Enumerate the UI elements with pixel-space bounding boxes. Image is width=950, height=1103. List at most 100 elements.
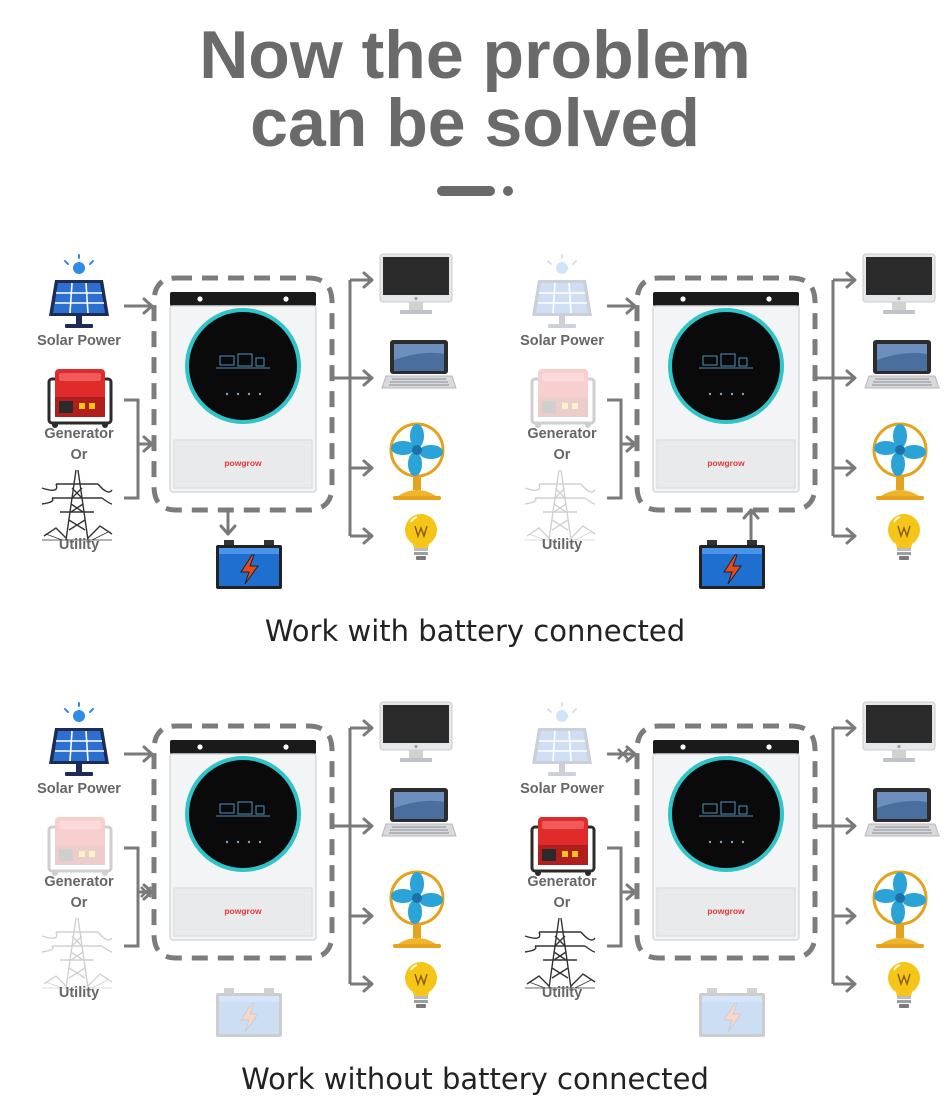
- diagram-canvas: powgrow: [524, 253, 940, 589]
- or-label: Or: [553, 895, 571, 911]
- generator-label: Generator: [527, 874, 597, 890]
- inverter-dashed-frame: [151, 275, 335, 513]
- inverter-brand-label: powgrow: [224, 906, 262, 916]
- monitor-icon: [379, 701, 453, 762]
- generator-icon: [530, 369, 596, 428]
- inverter-brand-label: powgrow: [707, 458, 745, 468]
- bulb-icon: [405, 514, 437, 560]
- generator-label: Generator: [527, 426, 597, 442]
- bulb-arrow: [362, 975, 374, 993]
- grid-bracket: [607, 846, 623, 948]
- utility-label: Utility: [58, 985, 100, 1001]
- bulb-arrow: [845, 527, 857, 545]
- solar-cut-mark: [617, 748, 629, 760]
- solar-power-label: Solar Power: [520, 333, 604, 349]
- inverter-icon: [652, 740, 800, 941]
- monitor-arrow: [362, 719, 374, 737]
- battery-arrow: [742, 508, 760, 520]
- utility-label: Utility: [541, 537, 583, 553]
- monitor-icon: [379, 253, 453, 314]
- diagram-canvas: powgrow: [41, 701, 457, 1037]
- inverter-dashed-frame: [151, 723, 335, 961]
- battery-icon: [699, 540, 765, 589]
- utility-tower-icon: [41, 469, 113, 541]
- battery-icon: [216, 988, 282, 1037]
- or-label: Or: [553, 447, 571, 463]
- fan-arrow: [362, 907, 374, 925]
- solar-power-label: Solar Power: [520, 781, 604, 797]
- or-label: Or: [70, 895, 88, 911]
- bulb-arrow: [845, 975, 857, 993]
- battery-icon: [216, 540, 282, 589]
- caption-without-battery: Work without battery connected: [241, 1062, 709, 1096]
- battery-icon: [699, 988, 765, 1037]
- utility-label: Utility: [58, 537, 100, 553]
- grid-bracket: [124, 398, 140, 500]
- laptop-icon: [864, 788, 940, 837]
- generator-label: Generator: [44, 874, 114, 890]
- generator-label: Generator: [44, 426, 114, 442]
- monitor-icon: [862, 253, 936, 314]
- utility-tower-icon: [524, 469, 596, 541]
- output-bus: [815, 728, 835, 984]
- bulb-icon: [888, 514, 920, 560]
- laptop-arrow: [845, 817, 857, 835]
- solar-power-label: Solar Power: [37, 781, 121, 797]
- solar-panel-icon: [532, 254, 592, 328]
- fan-icon: [872, 422, 928, 500]
- laptop-icon: [381, 340, 457, 389]
- bulb-arrow: [362, 527, 374, 545]
- fan-arrow: [362, 459, 374, 477]
- grid-cut-mark: [140, 886, 152, 898]
- fan-icon: [389, 870, 445, 948]
- utility-tower-icon: [41, 917, 113, 989]
- utility-label: Utility: [541, 985, 583, 1001]
- inverter-icon: [652, 292, 800, 493]
- grid-bracket: [607, 398, 623, 500]
- monitor-arrow: [845, 719, 857, 737]
- output-bus: [332, 728, 352, 984]
- diagram-canvas: powgrow: [41, 253, 457, 589]
- fan-icon: [389, 422, 445, 500]
- fan-arrow: [845, 907, 857, 925]
- solar-power-label: Solar Power: [37, 333, 121, 349]
- or-label: Or: [70, 447, 88, 463]
- generator-icon: [47, 817, 113, 876]
- generator-icon: [530, 817, 596, 876]
- diagram-canvas: powgrow: [524, 701, 940, 1037]
- utility-tower-icon: [524, 917, 596, 989]
- laptop-icon: [864, 340, 940, 389]
- inverter-brand-label: powgrow: [224, 458, 262, 468]
- monitor-arrow: [845, 271, 857, 289]
- inverter-icon: [169, 740, 317, 941]
- inverter-icon: [169, 292, 317, 493]
- solar-panel-icon: [49, 702, 109, 776]
- laptop-arrow: [362, 817, 374, 835]
- laptop-arrow: [845, 369, 857, 387]
- inverter-dashed-frame: [634, 275, 818, 513]
- fan-icon: [872, 870, 928, 948]
- solar-panel-icon: [532, 702, 592, 776]
- output-bus: [332, 280, 352, 536]
- grid-bracket: [124, 846, 140, 948]
- solar-panel-icon: [49, 254, 109, 328]
- monitor-icon: [862, 701, 936, 762]
- monitor-arrow: [362, 271, 374, 289]
- output-bus: [815, 280, 835, 536]
- caption-with-battery: Work with battery connected: [264, 614, 686, 648]
- bulb-icon: [888, 962, 920, 1008]
- battery-arrow: [219, 524, 237, 536]
- inverter-dashed-frame: [634, 723, 818, 961]
- title-divider: [437, 186, 513, 196]
- laptop-arrow: [362, 369, 374, 387]
- laptop-icon: [381, 788, 457, 837]
- fan-arrow: [845, 459, 857, 477]
- page-title-line-2: can be solved: [250, 85, 700, 161]
- page-title-line-1: Now the problem: [199, 17, 751, 93]
- bulb-icon: [405, 962, 437, 1008]
- generator-icon: [47, 369, 113, 428]
